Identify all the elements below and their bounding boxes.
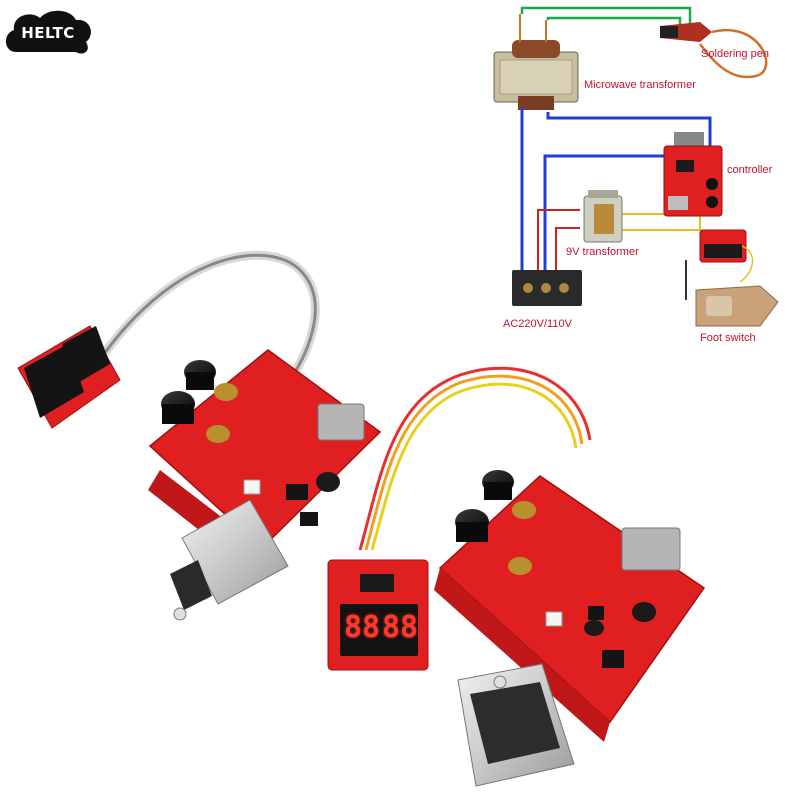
- brand-logo-text: HELTC: [21, 24, 75, 42]
- label-soldering-pen: Soldering pen: [701, 48, 769, 60]
- green-wire-1: [520, 6, 692, 28]
- red-wire-1: [537, 209, 580, 288]
- 9v-transformer-image: [583, 190, 623, 243]
- display-left-digits: 88: [344, 610, 381, 645]
- microwave-transformer-image: [493, 14, 579, 110]
- label-foot-switch: Foot switch: [700, 332, 756, 344]
- controller-image: [663, 132, 723, 217]
- mini-display-image: [699, 229, 754, 283]
- terminal-block-image: [512, 270, 582, 306]
- controller-board-1: [148, 349, 382, 621]
- blue-wire-3: [543, 154, 668, 288]
- wiring-diagram: [493, 6, 779, 327]
- blue-wire-2: [546, 112, 712, 150]
- label-controller: controller: [727, 164, 773, 176]
- label-power-input: AC220V/110V: [503, 318, 572, 330]
- display-right-digits: 88: [382, 610, 419, 645]
- controller-board-2: [434, 470, 706, 787]
- logo-badge: [5, 10, 91, 54]
- display-board-1: [17, 250, 320, 429]
- label-microwave-transformer: Microwave transformer: [584, 79, 696, 91]
- soldering-pen-image: [660, 22, 768, 79]
- red-wire-2: [555, 227, 580, 288]
- label-9v-transformer: 9V transformer: [566, 246, 639, 258]
- display-board-2: [327, 366, 592, 671]
- foot-switch-image: [685, 260, 779, 327]
